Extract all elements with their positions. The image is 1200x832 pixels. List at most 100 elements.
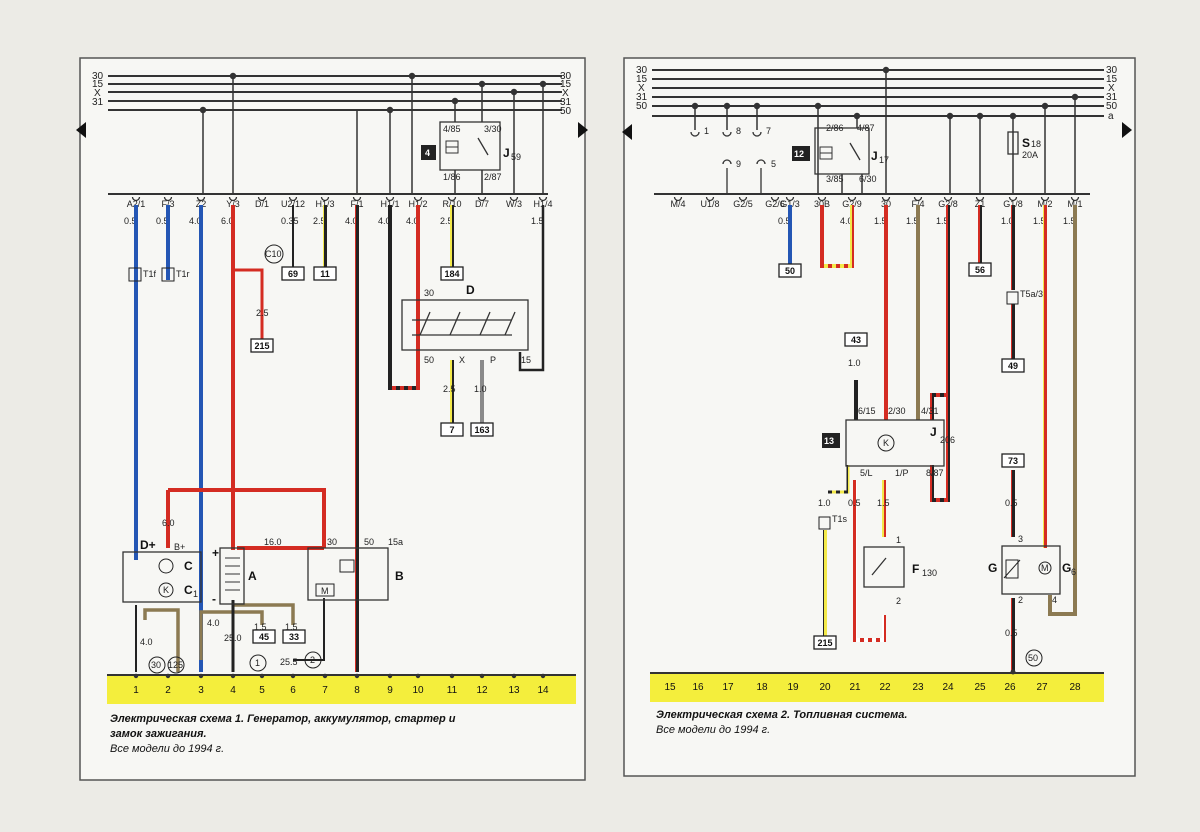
cu-pin-887: 8/87 (926, 468, 944, 478)
small-pin-5: 5 (771, 159, 776, 169)
right-ref-56: 56 (975, 265, 985, 275)
fuse-s18-rating: 20A (1022, 150, 1038, 160)
left-page: 30 15 X 31 30 15 X 31 50 4 J (76, 57, 588, 781)
right-bottom-number-27: 27 (1036, 682, 1048, 693)
left-rail-label-x: X (94, 88, 101, 99)
left-caption-title-2: замок зажигания. (110, 728, 207, 740)
right-connector-3: G2/6 (765, 199, 785, 209)
relay-j17-name: J (871, 149, 878, 163)
relay-j17-pin-385: 3/85 (826, 174, 844, 184)
right-rail-right-30: 30 (1106, 65, 1118, 76)
fuse-s18-subscript: 18 (1031, 139, 1041, 149)
right-rail-label-50: 50 (636, 101, 648, 112)
left-gauge-5: 2.5 (313, 216, 326, 226)
generator-c-label: C (184, 559, 193, 573)
wire-gauge-15-1p: 1.5 (877, 498, 890, 508)
right-gauge-7: 1.5 (1063, 216, 1076, 226)
right-ref-43: 43 (851, 335, 861, 345)
wire-gauge-25-x: 2.5 (443, 384, 456, 394)
right-bottom-number-19: 19 (787, 682, 799, 693)
left-components: T1f T1r C10 K C C 1 D+ B+ A + - M (122, 244, 529, 606)
left-connector-4: D/1 (255, 199, 269, 209)
wire-gauge-40-bat: 4.0 (207, 618, 220, 628)
right-connector-5: 30B (814, 199, 830, 209)
relay-j59-pin-186: 1/86 (443, 172, 461, 182)
wire-gauge-25-c10: 2.5 (256, 308, 269, 318)
right-rail-right-31: 31 (1106, 92, 1118, 103)
wire-gauge-05-5l: 0.5 (848, 498, 861, 508)
right-bottom-number-22: 22 (879, 682, 891, 693)
small-pin-8: 8 (736, 126, 741, 136)
relay-j17-pin-630: 6/30 (859, 174, 877, 184)
left-rail-label-15: 15 (92, 79, 104, 90)
ground-ref-30: 30 (151, 660, 161, 670)
battery-minus: - (212, 592, 216, 606)
left-connector-7: F/1 (350, 199, 363, 209)
right-bottom-number-21: 21 (849, 682, 861, 693)
left-rail-right-30: 30 (560, 71, 572, 82)
generator-c (122, 551, 202, 603)
relay-j59-name: J (503, 146, 510, 160)
sensor-t5a3-label: T5a/3 (1020, 289, 1043, 299)
relay-j59-subscript: 59 (511, 152, 521, 162)
right-rail-taps (691, 66, 1079, 195)
relay-j59-leads (454, 170, 483, 195)
ground-ref-2: 2 (310, 655, 315, 665)
control-unit-number: 13 (824, 436, 834, 446)
switch-terminal-30: 30 (424, 288, 434, 298)
wire-gauge-15-b: 1.5 (285, 622, 298, 632)
right-rail-right-15: 15 (1106, 74, 1118, 85)
regulator-c1-subscript: 1 (193, 589, 198, 599)
right-ref-50: 50 (785, 266, 795, 276)
right-caption-title: Электрическая схема 2. Топливная система… (656, 709, 907, 721)
right-connector-0: M/4 (670, 199, 685, 209)
left-rail-right-31: 31 (560, 97, 572, 108)
right-ref-215: 215 (817, 638, 832, 648)
switch-terminal-15: 15 (521, 355, 531, 365)
left-ref-45: 45 (259, 632, 269, 642)
left-rail-right-50: 50 (560, 106, 572, 117)
cu-pin-230: 2/30 (888, 406, 906, 416)
cu-pin-1p: 1/P (895, 468, 909, 478)
control-unit-j: J (930, 425, 937, 439)
right-rail-right-x: X (1108, 83, 1115, 94)
right-bottom-number-16: 16 (692, 682, 704, 693)
relay-j59-pin-287: 2/87 (484, 172, 502, 182)
wire-gauge-10-t1s: 1.0 (818, 498, 831, 508)
right-page-arrow-left (622, 124, 632, 140)
switch-f130-pin1: 1 (896, 535, 901, 545)
left-caption-title: Электрическая схема 1. Генератор, аккуму… (110, 713, 456, 725)
fuel-gauge-sender (1001, 545, 1061, 595)
wire-gauge-40-gen: 4.0 (140, 637, 153, 647)
left-connector-1: F/3 (161, 199, 174, 209)
left-gauge-1: 0.5 (156, 216, 169, 226)
left-gauge-7: 4.0 (378, 216, 391, 226)
right-ground-bar (650, 672, 1104, 702)
left-connector-9: H1/2 (408, 199, 427, 209)
right-bottom-number-26: 26 (1004, 682, 1016, 693)
left-bottom-number-9: 9 (387, 685, 393, 696)
switch-f130 (863, 546, 905, 588)
cu-pin-615: 6/15 (858, 406, 876, 416)
left-rail-label-31: 31 (92, 97, 104, 108)
battery-a (219, 547, 245, 605)
relay-j17-pin-286: 2/86 (826, 123, 844, 133)
fuel-pump-pin4: 4 (1052, 595, 1057, 605)
right-bottom-number-25: 25 (974, 682, 986, 693)
right-bottom-number-20: 20 (819, 682, 831, 693)
fuel-gauge-pin3: 3 (1018, 534, 1023, 544)
left-gauge-9: 2.5 (440, 216, 453, 226)
left-connector-10: R/10 (442, 199, 461, 209)
left-rails (108, 75, 562, 111)
battery-plus: + (212, 546, 219, 560)
relay-j17-pin-487: 4/87 (857, 123, 875, 133)
wire-gauge-05-ground: 0.5 (1005, 628, 1018, 638)
relay-j17-leads (841, 174, 863, 195)
terminal-dplus: D+ (140, 538, 156, 552)
right-gauge-6: 1.5 (1033, 216, 1046, 226)
right-bottom-number-28: 28 (1069, 682, 1081, 693)
left-gauge-8: 4.0 (406, 216, 419, 226)
left-connector-8: H1/1 (380, 199, 399, 209)
left-gauge-0: 0.5 (124, 216, 137, 226)
